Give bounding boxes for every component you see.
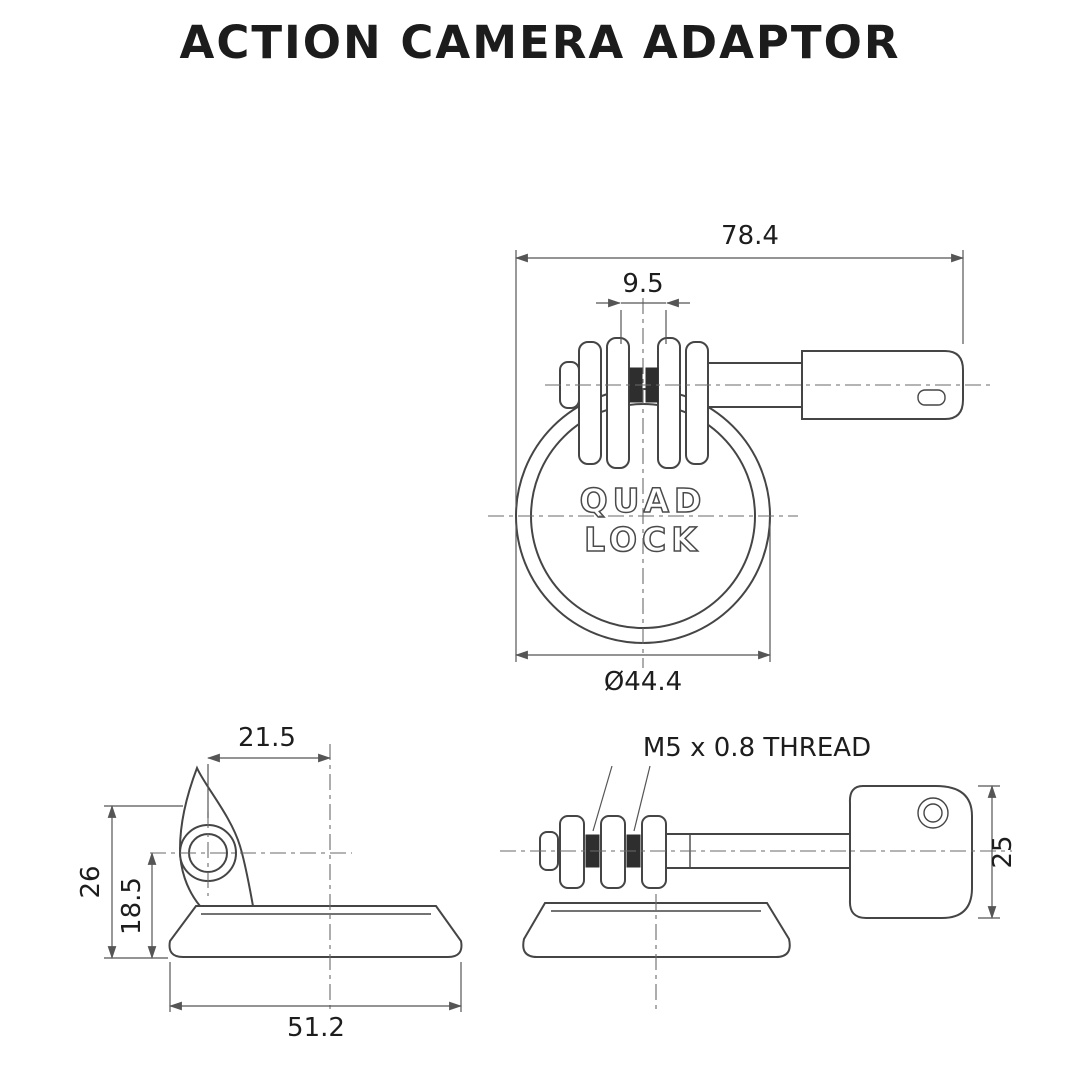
side-view-screw: M5 x 0.8 THREAD 25 xyxy=(500,733,1018,1014)
thumb-knob xyxy=(848,785,973,919)
mount-base xyxy=(168,905,463,958)
fork-plate xyxy=(559,815,585,889)
knob-detail-inner xyxy=(923,803,943,823)
dim-overall-width: 78.4 xyxy=(721,221,779,251)
knob-detail-outer xyxy=(917,797,949,829)
fork-plate xyxy=(641,815,667,889)
fork-plate xyxy=(578,341,602,465)
fork-plate xyxy=(600,815,626,889)
logo-line2: LOCK xyxy=(584,520,702,559)
top-view: QUAD LOCK 78.4 9.5 Ø44.4 xyxy=(488,221,992,697)
thread-callout-label: M5 x 0.8 THREAD xyxy=(643,733,871,763)
logo-line1: QUAD xyxy=(580,481,707,520)
dim-arm-offset: 21.5 xyxy=(238,723,296,753)
fork-plate xyxy=(657,337,681,469)
dim-base-width: 51.2 xyxy=(287,1013,345,1043)
dim-overall-height: 26 xyxy=(76,865,106,898)
dim-knob-height: 25 xyxy=(988,835,1018,868)
leader-line xyxy=(592,765,613,832)
fork-plate xyxy=(606,337,630,469)
leader-line xyxy=(633,765,651,832)
dim-pivot-height: 18.5 xyxy=(117,877,147,935)
dim-diameter: Ø44.4 xyxy=(604,667,682,697)
fork-plate xyxy=(685,341,709,465)
side-view-left: 21.5 26 18.5 51.2 xyxy=(76,723,463,1043)
thumb-bar-slot xyxy=(917,389,946,406)
page-title: ACTION CAMERA ADAPTOR xyxy=(179,16,901,69)
dim-fork-gap: 9.5 xyxy=(622,269,663,299)
